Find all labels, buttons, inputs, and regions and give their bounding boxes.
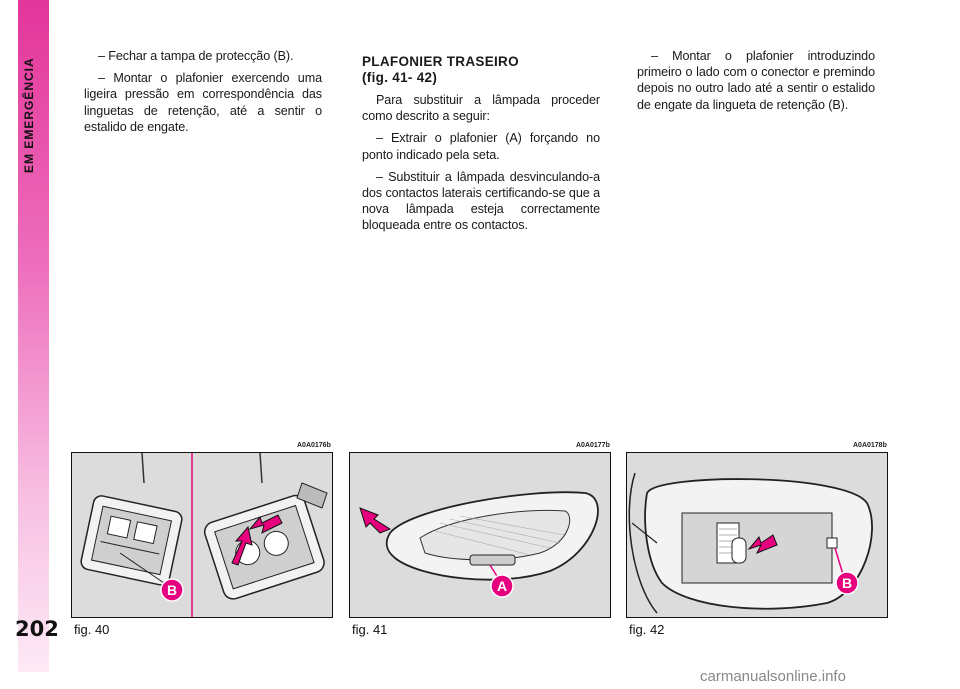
page-number: 202 [15,617,59,641]
callout-letter: B [842,575,852,591]
text-column-3: – Montar o plafonier introduzindo primei… [637,48,875,119]
watermark[interactable]: carmanualsonline.info [700,668,846,685]
figure-label: fig. 41 [352,622,388,637]
callout-letter: A [497,578,507,594]
figure-42-illustration: B [626,452,888,618]
text-column-1: – Fechar a tampa de protecção (B). – Mon… [84,48,322,141]
figure-code: A0A0176b [297,442,331,449]
paragraph: – Montar o plafonier introduzindo primei… [637,49,875,112]
figure-code: A0A0177b [576,442,610,449]
text-column-2: PLAFONIER TRASEIRO (fig. 41- 42) Para su… [362,54,600,240]
figure-40-illustration: B [71,452,333,618]
figure-code: A0A0178b [853,442,887,449]
paragraph: – Montar o plafonier exercendo uma ligei… [84,71,322,134]
section-label: EM EMERGÊNCIA [22,57,36,173]
callout-letter: B [167,582,177,598]
figure-label: fig. 42 [629,622,665,637]
paragraph: – Extrair o plafonier (A) forçando no po… [362,131,600,162]
paragraph: Para substituir a lâmpada proceder como … [362,93,600,124]
heading-line-1: PLAFONIER TRASEIRO [362,54,519,69]
paragraph: – Fechar a tampa de protecção (B). [98,49,294,63]
sidebar-bar [18,0,49,672]
figure-41-illustration: A [349,452,611,618]
section-heading: PLAFONIER TRASEIRO (fig. 41- 42) [362,54,600,86]
figure-label: fig. 40 [74,622,110,637]
paragraph: – Substituir a lâmpada desvinculando-a d… [362,169,600,233]
heading-line-2: (fig. 41- 42) [362,70,438,85]
